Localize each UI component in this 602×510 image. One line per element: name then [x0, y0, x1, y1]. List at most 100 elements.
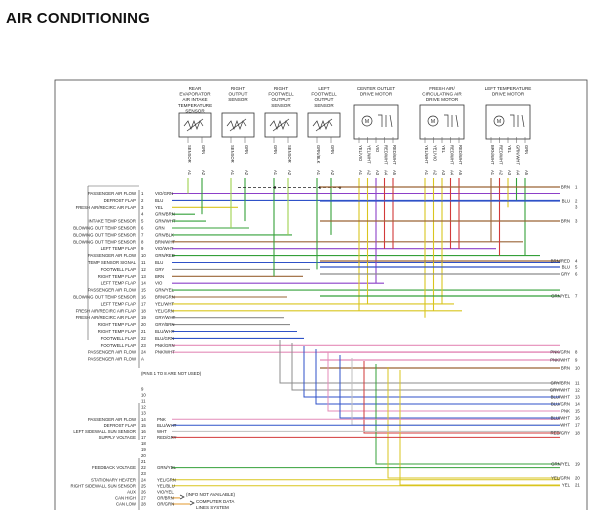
- right-row-wire: BLU: [562, 265, 570, 270]
- left-row-label: LEFT TEMP FLAP: [101, 281, 136, 286]
- pin-wire-label: GRN/BLK: [316, 145, 321, 164]
- pin-wire-label: SENSOR: [230, 145, 235, 163]
- right-row-wire: BLU/GRN: [551, 402, 570, 407]
- right-row-wire: BRN: [561, 219, 570, 224]
- right-row-wire: GRN/YEL: [551, 462, 570, 467]
- note-arrow: [189, 500, 195, 506]
- note-info-not-available: (INFO NOT AVAILABLE): [186, 492, 236, 497]
- lower-row-label: PASSENGER AIR FLOW: [88, 417, 137, 422]
- component-label: OUTPUT: [272, 97, 291, 102]
- left-row-label: FRESH AIR/RECIRC AIR FLAP: [76, 308, 137, 313]
- component-label: TEMPERATURE: [178, 103, 212, 108]
- lower-row-pin: 20: [141, 453, 146, 458]
- pin-wire-label: RED/WHT: [450, 145, 455, 165]
- pin-wire-label: GRN: [524, 145, 529, 154]
- wire: [327, 352, 560, 412]
- lower-row-label: AUX: [127, 489, 136, 494]
- right-row-wire: GRN/YEL: [551, 294, 570, 299]
- left-row-wire: GRN/WHT: [155, 219, 176, 224]
- lower-row-wire: PNK: [157, 417, 166, 422]
- left-row-pin: 10: [141, 253, 146, 258]
- lower-row-pin: 18: [141, 441, 146, 446]
- pin-wire-label: SENSOR: [187, 145, 192, 163]
- left-row-label: RIGHT TEMP FLAP: [98, 329, 136, 334]
- lower-row-pin: 13: [141, 411, 146, 416]
- component-label: REAR: [189, 86, 202, 91]
- left-row-pin: A: [141, 357, 144, 362]
- left-row-wire: BRN/WHT: [155, 239, 175, 244]
- right-row-wire: BLU/WHT: [551, 395, 571, 400]
- right-row-pin: 10: [575, 366, 580, 371]
- lower-row-pin: 15: [141, 423, 146, 428]
- left-row-wire: GRN: [155, 226, 165, 231]
- left-row-wire: GRY: [155, 267, 164, 272]
- left-row-label: BLOWING OUT TEMP SENSOR: [73, 295, 136, 300]
- left-row-pin: 3: [141, 205, 144, 210]
- motor-letter: M: [365, 119, 369, 125]
- component-label: FRESH AIR/: [429, 86, 455, 91]
- lower-row-label: CAN LOW: [116, 501, 137, 506]
- left-row-pin: 1: [141, 191, 144, 196]
- variable-arrow: [186, 118, 204, 132]
- component-label: FOOTWELL: [268, 92, 294, 97]
- left-row-label: FOOTWELL FLAP: [101, 343, 137, 348]
- pin-wire-label: BRN/WHT: [490, 145, 495, 165]
- pin-number-label: A3: [375, 170, 380, 176]
- component-label: RIGHT: [231, 86, 245, 91]
- left-row-wire: GRY/WHT: [155, 315, 176, 320]
- left-row-wire: VIO/GRN: [155, 191, 173, 196]
- component-label: LEFT TEMPERATURE: [485, 86, 532, 91]
- right-row-pin: 12: [575, 388, 580, 393]
- left-row-pin: 5: [141, 219, 144, 224]
- note-computer-data: COMPUTER DATA: [196, 499, 234, 504]
- right-row-pin: 3: [575, 205, 578, 210]
- lower-row-label: LEFT SIDEWALL SUN SENSOR: [73, 429, 136, 434]
- pin-number-label: A1: [273, 170, 278, 176]
- left-row-pin: 19: [141, 315, 146, 320]
- pin-wire-label: YEL/WHT: [367, 145, 372, 164]
- component-label: OUTPUT: [315, 97, 334, 102]
- variable-arrow: [229, 118, 247, 132]
- pin-wire-label: GRN: [244, 145, 249, 154]
- right-row-pin: 2: [575, 199, 578, 204]
- left-row-wire: GRN/BLK: [155, 232, 174, 237]
- right-row-wire: YEL/GRN: [551, 476, 570, 481]
- left-row-pin: 18: [141, 308, 146, 313]
- potentiometer-symbol: [444, 114, 459, 128]
- left-row-wire: YEL/GRN: [155, 308, 174, 313]
- motor-box: [485, 104, 531, 140]
- pin-number-label: A1: [490, 170, 495, 176]
- component-label: DRIVE MOTOR: [360, 92, 393, 97]
- left-row-label: PASSENGER AIR FLOW: [88, 350, 137, 355]
- left-row-wire: GRY/BRN: [155, 322, 175, 327]
- wire: [291, 343, 560, 391]
- right-row-pin: 5: [575, 265, 578, 270]
- left-row-pin: 2: [141, 198, 144, 203]
- left-row-wire: YEL/WHT: [155, 301, 174, 306]
- component-label: DRIVE MOTOR: [426, 97, 459, 102]
- pin-number-label: A1: [187, 170, 192, 176]
- lower-row-wire: WHT: [157, 429, 167, 434]
- lower-row-pin: 26: [141, 489, 146, 494]
- right-row-pin: 8: [575, 350, 578, 355]
- component-label: RIGHT: [274, 86, 288, 91]
- left-row-label: RIGHT TEMP FLAP: [98, 274, 136, 279]
- pin-wire-label: RED/WHT: [499, 145, 504, 165]
- wire: [279, 340, 560, 384]
- right-row-wire: WHT: [560, 423, 570, 428]
- lower-row-pin: 24: [141, 477, 146, 482]
- left-row-label: LEFT TEMP FLAP: [101, 301, 136, 306]
- variable-arrow: [272, 118, 290, 132]
- lower-row-label: FEEDBACK VOLTAGE: [92, 465, 136, 470]
- left-row-label: DEFROST FLAP: [104, 198, 137, 203]
- wire: [339, 355, 560, 419]
- lower-row-label: CAN HIGH: [115, 495, 136, 500]
- left-row-label: TEMP SENSOR SIGNAL: [88, 260, 137, 265]
- pin-number-label: A5: [524, 170, 529, 176]
- left-row-label: BLOWING OUT TEMP SENSOR: [73, 232, 136, 237]
- lower-row-wire: YEL/GRN: [157, 477, 176, 482]
- lower-row-pin: 22: [141, 465, 146, 470]
- right-row-pin: 19: [575, 462, 580, 467]
